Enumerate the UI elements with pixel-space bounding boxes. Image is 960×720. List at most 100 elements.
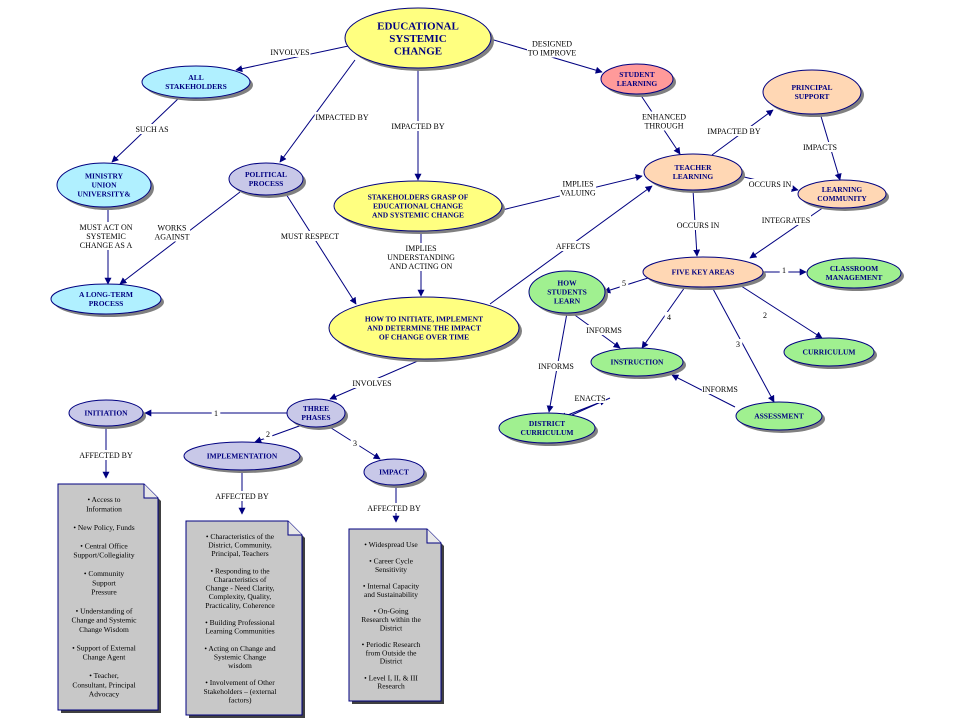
link-label-impacts: IMPACTS — [803, 143, 837, 152]
node-shape — [643, 153, 743, 191]
node-label: CURRICULUM — [521, 428, 574, 437]
node-label: SUPPORT — [795, 92, 830, 101]
node-shape — [56, 162, 152, 208]
document-line: • Community — [84, 569, 125, 578]
node-implementation[interactable]: IMPLEMENTATION — [183, 441, 303, 473]
document-line: and Sustainability — [364, 590, 418, 599]
link-label-works-against: AGAINST — [154, 233, 189, 242]
node-shape — [762, 69, 862, 115]
link-label-implies-understanding: AND ACTING ON — [390, 262, 453, 271]
link-label-num-1a: 1 — [214, 409, 218, 418]
document-line: Characteristics of — [214, 575, 267, 584]
link-label-num-5b: 5 — [622, 279, 626, 288]
link-label-implies-valuing: VALUING — [560, 189, 596, 198]
node-label: MANAGEMENT — [826, 273, 883, 282]
document-line: Pressure — [91, 588, 117, 597]
node-curriculum[interactable]: CURRICULUM — [783, 337, 877, 369]
link-label-must-act-on: CHANGE AS A — [80, 241, 133, 250]
connector-line — [279, 59, 356, 163]
document-line: • Support of External — [72, 643, 136, 652]
node-shape — [600, 63, 674, 95]
node-label: CHANGE — [394, 45, 442, 57]
node-label: LEARNING — [822, 185, 863, 194]
node-shape — [333, 180, 503, 232]
node-label: AND SYSTEMIC CHANGE — [372, 211, 464, 220]
link-label-num-1b: 1 — [782, 266, 786, 275]
link-label-impacted-by-3: IMPACTED BY — [707, 127, 760, 136]
link-label-background — [78, 450, 134, 460]
document-line: District — [380, 623, 403, 632]
document-line: Advocacy — [89, 690, 120, 699]
document-line: • Access to — [87, 495, 120, 504]
link-label-background — [761, 215, 811, 225]
link-label-background — [747, 179, 793, 189]
document-fold — [426, 529, 441, 544]
node-label: HOW — [557, 279, 577, 288]
link-label-background — [314, 112, 370, 122]
connector-line — [711, 286, 775, 403]
connector-line — [235, 44, 354, 73]
document-line: • Career Cycle — [369, 557, 414, 566]
node-shape — [286, 398, 346, 428]
node-impact[interactable]: IMPACT — [363, 458, 427, 488]
document-fold — [287, 521, 302, 536]
document-line: Stakeholders – (external — [204, 687, 277, 696]
node-shape — [141, 65, 251, 99]
document-line: Information — [86, 504, 122, 513]
link-label-num-2b: 2 — [763, 311, 767, 320]
link-label-affected-by-1: AFFECTED BY — [79, 451, 133, 460]
link-label-background — [574, 393, 606, 403]
node-label: PHASES — [301, 413, 330, 422]
link-label-integrates: INTEGRATES — [762, 216, 810, 225]
node-label: STUDENTS — [547, 288, 587, 297]
node-label: STAKEHOLDERS GRASP OF — [368, 193, 469, 202]
connector-line — [737, 283, 823, 339]
link-label-affected-by-3: AFFECTED BY — [367, 504, 421, 513]
document-line: Systemic Change — [214, 652, 267, 661]
node-five-key-areas[interactable]: FIVE KEY AREAS — [642, 256, 766, 290]
node-instruction[interactable]: INSTRUCTION — [590, 347, 686, 379]
document-shape — [57, 483, 159, 711]
node-label: ALL — [188, 73, 203, 82]
node-shape — [328, 296, 520, 360]
node-shape — [783, 337, 875, 367]
link-label-background — [390, 121, 446, 131]
node-label: EDUCATIONAL CHANGE — [373, 202, 463, 211]
node-label: FIVE KEY AREAS — [672, 268, 735, 277]
document-line: from Outside the — [366, 648, 417, 657]
document-line: • Teacher, — [89, 671, 119, 680]
node-label: COMMUNITY — [817, 194, 867, 203]
link-label-background — [537, 361, 575, 371]
document-line: Change and Systemic — [72, 616, 138, 625]
node-assessment[interactable]: ASSESSMENT — [735, 401, 825, 433]
node-shape — [228, 162, 304, 196]
node-label: HOW TO INITIATE, IMPLEMENT — [365, 315, 483, 324]
node-initiation[interactable]: INITIATION — [68, 399, 146, 429]
node-shape — [590, 347, 684, 377]
link-label-works-against: WORKS — [158, 224, 187, 233]
link-label-background — [366, 503, 422, 513]
link-label-num-2a: 2 — [266, 430, 270, 439]
node-shape — [344, 7, 492, 69]
link-label-background — [280, 231, 340, 241]
node-label: LEARNING — [673, 172, 714, 181]
node-shape — [498, 412, 596, 444]
link-label-background — [351, 378, 393, 388]
link-label-background — [78, 222, 134, 250]
